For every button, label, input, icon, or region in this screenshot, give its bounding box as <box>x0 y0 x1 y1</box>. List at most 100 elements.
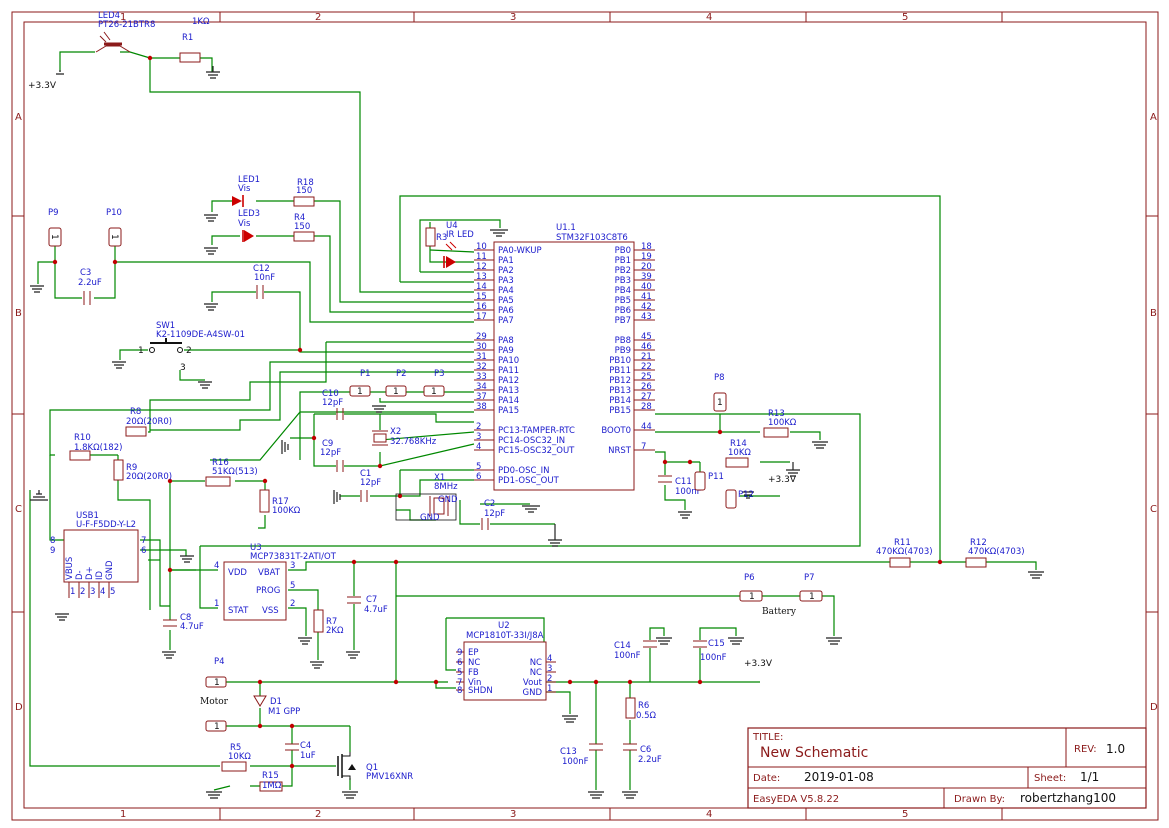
header-p11[interactable]: P11 <box>694 471 724 491</box>
switch-sw1[interactable]: SW1 K2-1109DE-A4SW-01 1 2 3 <box>138 321 245 373</box>
mosfet-q1[interactable]: Q1 PMV16XNR <box>337 752 413 782</box>
u3-pin-num: 4 <box>214 561 219 571</box>
mcu-pin-num: 38 <box>476 402 487 412</box>
capacitor-c2[interactable]: C2 12pF <box>481 499 505 530</box>
resistor-r1[interactable]: 1KΩ R1 <box>179 17 210 63</box>
resistor-r15[interactable]: R15 1MΩ <box>259 771 283 792</box>
mcu-pin-num: 31 <box>476 352 487 362</box>
mcu-pin-name: PA13 <box>498 386 519 396</box>
resistor-r13[interactable]: R13 100KΩ <box>763 409 797 438</box>
mcu-right-pins: 18PB019PB120PB239PB340PB441PB542PB643PB7… <box>601 242 655 456</box>
header-p4b[interactable]: 1 <box>205 720 227 732</box>
u3-pin-num: 3 <box>290 561 295 571</box>
mcu-pin-name: PA5 <box>498 296 514 306</box>
led1[interactable]: LED1 Vis <box>232 175 260 207</box>
header-p1[interactable]: 1 P1 <box>349 369 371 397</box>
frame-col-label: 2 <box>315 12 321 23</box>
resistor-r6[interactable]: R6 0.5Ω <box>625 697 657 721</box>
capacitor-c11[interactable]: C11 100nF <box>658 475 702 497</box>
p4b-pin: 1 <box>214 722 220 732</box>
mcu-pin-num: 16 <box>476 302 487 312</box>
resistor-r7[interactable]: R7 2KΩ <box>313 609 344 636</box>
resistor-r16[interactable]: R16 51KΩ(513) <box>205 458 258 487</box>
capacitor-c6[interactable]: C6 2.2uF <box>623 743 662 765</box>
resistor-r11[interactable]: R11 470KΩ(4703) <box>876 538 933 568</box>
capacitor-c8[interactable]: C8 4.7uF <box>163 613 204 632</box>
mcu-pin-name: PB15 <box>609 406 631 416</box>
capacitor-c4[interactable]: C4 1uF <box>285 741 316 761</box>
frame-row-label: D <box>15 702 23 713</box>
header-p10[interactable]: 1 P10 <box>106 208 122 247</box>
resistor-r12[interactable]: R12 470KΩ(4703) <box>965 538 1025 568</box>
mcu-pin-name: PA3 <box>498 276 514 286</box>
mcu-pin-num: 4 <box>476 442 481 452</box>
capacitor-c9[interactable]: C9 12pF <box>320 439 344 472</box>
resistor-r4[interactable]: R4 150 <box>293 213 315 242</box>
crystal-x2[interactable]: X2 32.768KHz <box>372 427 437 447</box>
header-p7[interactable]: 1 P7 <box>799 573 823 602</box>
usb-pin-num: 6 <box>141 546 146 556</box>
capacitor-c13[interactable]: C13 100nF <box>560 743 603 767</box>
ground-icon <box>281 440 289 454</box>
drawn-by-label: Drawn By: <box>954 794 1005 805</box>
tool-version: EasyEDA V5.8.22 <box>753 794 839 805</box>
capacitor-c1[interactable]: C1 12pF <box>360 469 381 502</box>
resistor-r18[interactable]: R18 150 <box>293 178 315 207</box>
resistor-r10[interactable]: R10 1.8KΩ(182) <box>69 433 122 461</box>
wires <box>29 51 1037 791</box>
charger-ic-u3[interactable]: U3 MCP73831T-2ATI/OT VDD STAT VBAT PROG … <box>214 543 337 621</box>
capacitor-c10[interactable]: C10 12pF <box>322 389 344 420</box>
mcu-pin-num: 26 <box>641 382 652 392</box>
u2-pin-num: 6 <box>457 658 462 668</box>
header-p8[interactable]: 1 P8 <box>713 373 727 412</box>
mcu-pin-num: 17 <box>476 312 487 322</box>
resistor-r8[interactable]: R8 20Ω(20R0) <box>125 407 172 437</box>
mcu-pin-num: 14 <box>476 282 487 292</box>
header-p3[interactable]: 1 P3 <box>423 369 445 397</box>
capacitor-c12[interactable]: C12 10nF <box>253 264 275 299</box>
capacitor-c15[interactable]: C15 100nF <box>693 639 727 663</box>
c9-val: 12pF <box>320 448 341 458</box>
header-p12[interactable]: P12 <box>725 489 754 509</box>
crystal-x1[interactable]: X1 8MHz GND GND <box>395 473 458 523</box>
d1-val: M1 GPP <box>268 707 300 717</box>
mcu-pin-num: 13 <box>476 272 487 282</box>
v33-top-label: +3.3V <box>28 81 57 91</box>
led4-phototransistor[interactable]: LED4 PT26-21BTR8 +3.3V <box>28 11 155 91</box>
header-p9[interactable]: 1 P9 <box>48 208 62 247</box>
u3-pin-num: 1 <box>214 599 219 609</box>
ground-icon <box>298 637 312 645</box>
r6-ref: R6 <box>638 701 649 711</box>
r15-val: 1MΩ <box>262 781 282 791</box>
header-p2[interactable]: 1 P2 <box>385 369 407 397</box>
ground-symbols <box>30 66 1044 799</box>
resistor-r9[interactable]: R9 20Ω(20R0) <box>113 459 172 482</box>
diode-d1[interactable]: D1 M1 GPP <box>253 695 300 717</box>
mcu-pin-num: 33 <box>476 372 487 382</box>
u4-ref: U4 <box>446 221 458 231</box>
resistor-r17[interactable]: R17 100KΩ <box>259 489 301 516</box>
r7-ref: R7 <box>326 617 337 627</box>
capacitor-c3[interactable]: C3 2.2uF <box>78 268 102 305</box>
resistor-r14[interactable]: R14 10KΩ <box>725 439 751 468</box>
resistor-r5[interactable]: R5 10KΩ <box>221 743 251 772</box>
u2-pin-num: 3 <box>547 664 552 674</box>
header-p4[interactable]: 1 P4 <box>205 657 227 688</box>
usb-ref: USB1 <box>76 511 99 521</box>
header-p6[interactable]: 1 P6 <box>739 573 763 602</box>
u3-ref: U3 <box>250 543 262 553</box>
capacitor-c7[interactable]: C7 4.7uF <box>347 595 388 615</box>
r8-ref: R8 <box>130 407 141 417</box>
ground-icon <box>622 791 638 799</box>
u4-value: IR LED <box>446 230 474 240</box>
led3[interactable]: LED3 Vis <box>238 209 260 242</box>
mcu-pin-name: PA12 <box>498 376 519 386</box>
mcu-pin-name: PB3 <box>615 276 631 286</box>
q1-ref: Q1 <box>366 763 378 773</box>
ir-led-u4[interactable]: R3 U4 IR LED <box>425 221 474 268</box>
capacitor-c14[interactable]: C14 100nF <box>614 640 657 661</box>
x2-ref: X2 <box>390 427 401 437</box>
